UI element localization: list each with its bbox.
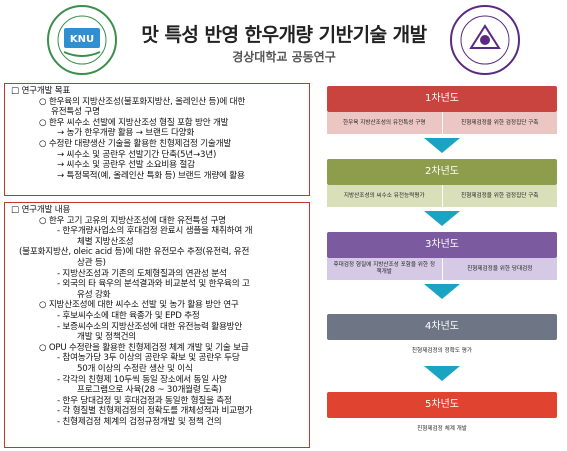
content-subitem: - 외국의 타 육우의 분석결과와 비교분석 및 한우육의 고 bbox=[57, 279, 250, 290]
stage-2-title: 2차년도 bbox=[425, 166, 459, 177]
page-subtitle: 경상대학교 공동연구 bbox=[232, 50, 336, 64]
goal-subitem: → 특정목적(예, 올레인산 특화 등) 브랜드 개량에 활용 bbox=[57, 170, 245, 181]
stage-2-task: 친형제검정을 위한 검정집단 구축 bbox=[461, 192, 539, 199]
stage-5-body: 친형제검정 체계 개발 bbox=[327, 418, 557, 440]
svg-text:KNU: KNU bbox=[70, 34, 94, 45]
stage-5-header: 5차년도 bbox=[327, 392, 557, 418]
stage-4-body: 친형제검정의 정확도 평가 bbox=[327, 340, 557, 362]
flow-arrow bbox=[424, 284, 460, 299]
flow-arrow bbox=[424, 138, 460, 153]
content-subitem-cont: 유성 강화 bbox=[77, 289, 111, 300]
content-subitem-cont: 개발 및 정책건의 bbox=[77, 332, 137, 343]
content-subitem: - 각각의 친형제 10두씩 동일 장소에서 동일 사양 bbox=[57, 374, 227, 385]
flow-arrow bbox=[424, 366, 460, 381]
content-subitem: - 후보씨수소에 대한 육종가 및 EPD 추정 bbox=[57, 310, 200, 321]
stage-1-body: 한우육 지방산조성의 유전특성 구명 친형제검정을 위한 검정집단 구축 bbox=[327, 112, 557, 134]
stage-1-title: 1차년도 bbox=[425, 93, 459, 104]
stage-3-body: 후대검정 형질에 지방산조성 포함을 위한 정책개발 친형제검정을 위한 당대검… bbox=[327, 258, 557, 280]
university-seal-left: KNU bbox=[47, 5, 117, 75]
goal-item-cont: 유전특성 구명 bbox=[51, 107, 100, 118]
content-item: ○ OPU 수정란을 활용한 친형제검정 체계 개발 및 기술 보급 bbox=[39, 342, 249, 353]
stage-5-task: 친형제검정 체계 개발 bbox=[417, 425, 467, 432]
goal-subitem: → 씨수소 및 공란우 선발기간 단축(5년→3년) bbox=[57, 149, 217, 160]
content-subitem-cont: (불포화지방산, oleic acid 등)에 대한 유전모수 추정(유전력, … bbox=[19, 247, 250, 258]
stage-3-task: 친형제검정을 위한 당대검정 bbox=[467, 265, 533, 272]
stage-5-title: 5차년도 bbox=[425, 399, 459, 410]
stage-2-body: 지방산조성의 씨수소 유전능력평가 친형제검정을 위한 검정집단 구축 bbox=[327, 185, 557, 207]
goal-heading: □ 연구개발 목표 bbox=[11, 86, 71, 96]
content-subitem: - 한우 당대검정 및 후대검정과 동일한 형질을 측정 bbox=[57, 395, 232, 406]
research-content-box: □ 연구개발 내용 ○ 한우 고기 고유의 지방산조성에 대한 유전특성 구명 … bbox=[4, 202, 310, 448]
goal-item: ○ 수정란 대량생산 기술을 활용한 친형제검정 기술개발 bbox=[39, 138, 232, 149]
university-seal-right bbox=[450, 5, 520, 75]
content-subitem-cont: 체별 지방산조성 bbox=[77, 236, 134, 247]
content-subitem: - 보증씨수소의 지방산조성에 대한 유전능력 활용방안 bbox=[57, 321, 243, 332]
stage-3-title: 3차년도 bbox=[425, 239, 459, 250]
content-subitem: - 한우개량사업소의 후대검정 완료시 샘플을 채취하여 개 bbox=[57, 226, 253, 237]
stage-3-header: 3차년도 bbox=[327, 232, 557, 258]
goal-subitem: → 씨수소 및 공란우 선발 소요비용 절감 bbox=[57, 160, 195, 171]
content-subitem-cont: 프로그램으로 사육(28 ~ 30개월령 도축) bbox=[77, 385, 222, 396]
stage-4-header: 4차년도 bbox=[327, 314, 557, 340]
stage-2-task: 지방산조성의 씨수소 유전능력평가 bbox=[327, 185, 443, 207]
stage-1-task: 친형제검정을 위한 검정집단 구축 bbox=[461, 119, 539, 126]
content-subitem-cont: 50개 이상의 수정란 생산 및 이식 bbox=[77, 363, 193, 374]
content-subitem: - 지방산조성과 기존의 도체형질과의 연관성 분석 bbox=[57, 268, 227, 279]
stage-3-task: 후대검정 형질에 지방산조성 포함을 위한 정책개발 bbox=[327, 258, 443, 280]
content-subitem: - 각 형질별 친형제검정의 정확도를 개체성적과 비교평가 bbox=[57, 406, 253, 417]
stage-1-header: 1차년도 bbox=[327, 86, 557, 112]
content-subitem: - 친형제검정 체계의 검정규정개발 및 정책 건의 bbox=[57, 416, 222, 427]
page-title: 맛 특성 반영 한우개량 기반기술 개발 bbox=[141, 24, 427, 46]
content-item: ○ 한우 고기 고유의 지방산조성에 대한 유전특성 구명 bbox=[39, 215, 226, 226]
goal-subitem: → 농가 한우개량 활용 → 브랜드 다양화 bbox=[57, 128, 195, 139]
stage-1-task: 한우육 지방산조성의 유전특성 구명 bbox=[327, 112, 443, 134]
content-heading: □ 연구개발 내용 bbox=[11, 205, 71, 215]
research-goal-box: □ 연구개발 목표 ○ 한우육의 지방산조성(불포화지방산, 올레인산 등)에 … bbox=[4, 83, 310, 196]
content-subitem: - 참여농가당 3두 이상의 공란우 확보 및 공란우 두당 bbox=[57, 353, 240, 364]
stage-4-task: 친형제검정의 정확도 평가 bbox=[411, 347, 473, 354]
stage-4-title: 4차년도 bbox=[425, 321, 459, 332]
content-subitem-cont: 상관 등) bbox=[77, 257, 106, 268]
header: KNU 맛 특성 반영 한우개량 기반기술 개발 경상대학교 공동연구 bbox=[0, 0, 567, 80]
stage-2-header: 2차년도 bbox=[327, 159, 557, 185]
goal-item: ○ 한우육의 지방산조성(불포화지방산, 올레인산 등)에 대한 bbox=[39, 96, 246, 107]
goal-item: ○ 한우 씨수소 선발에 지방산조성 형질 포함 방안 개발 bbox=[39, 117, 229, 128]
content-item: ○ 지방산조성에 대한 씨수소 선발 및 농가 활용 방안 연구 bbox=[39, 300, 239, 311]
flow-arrow bbox=[424, 211, 460, 226]
